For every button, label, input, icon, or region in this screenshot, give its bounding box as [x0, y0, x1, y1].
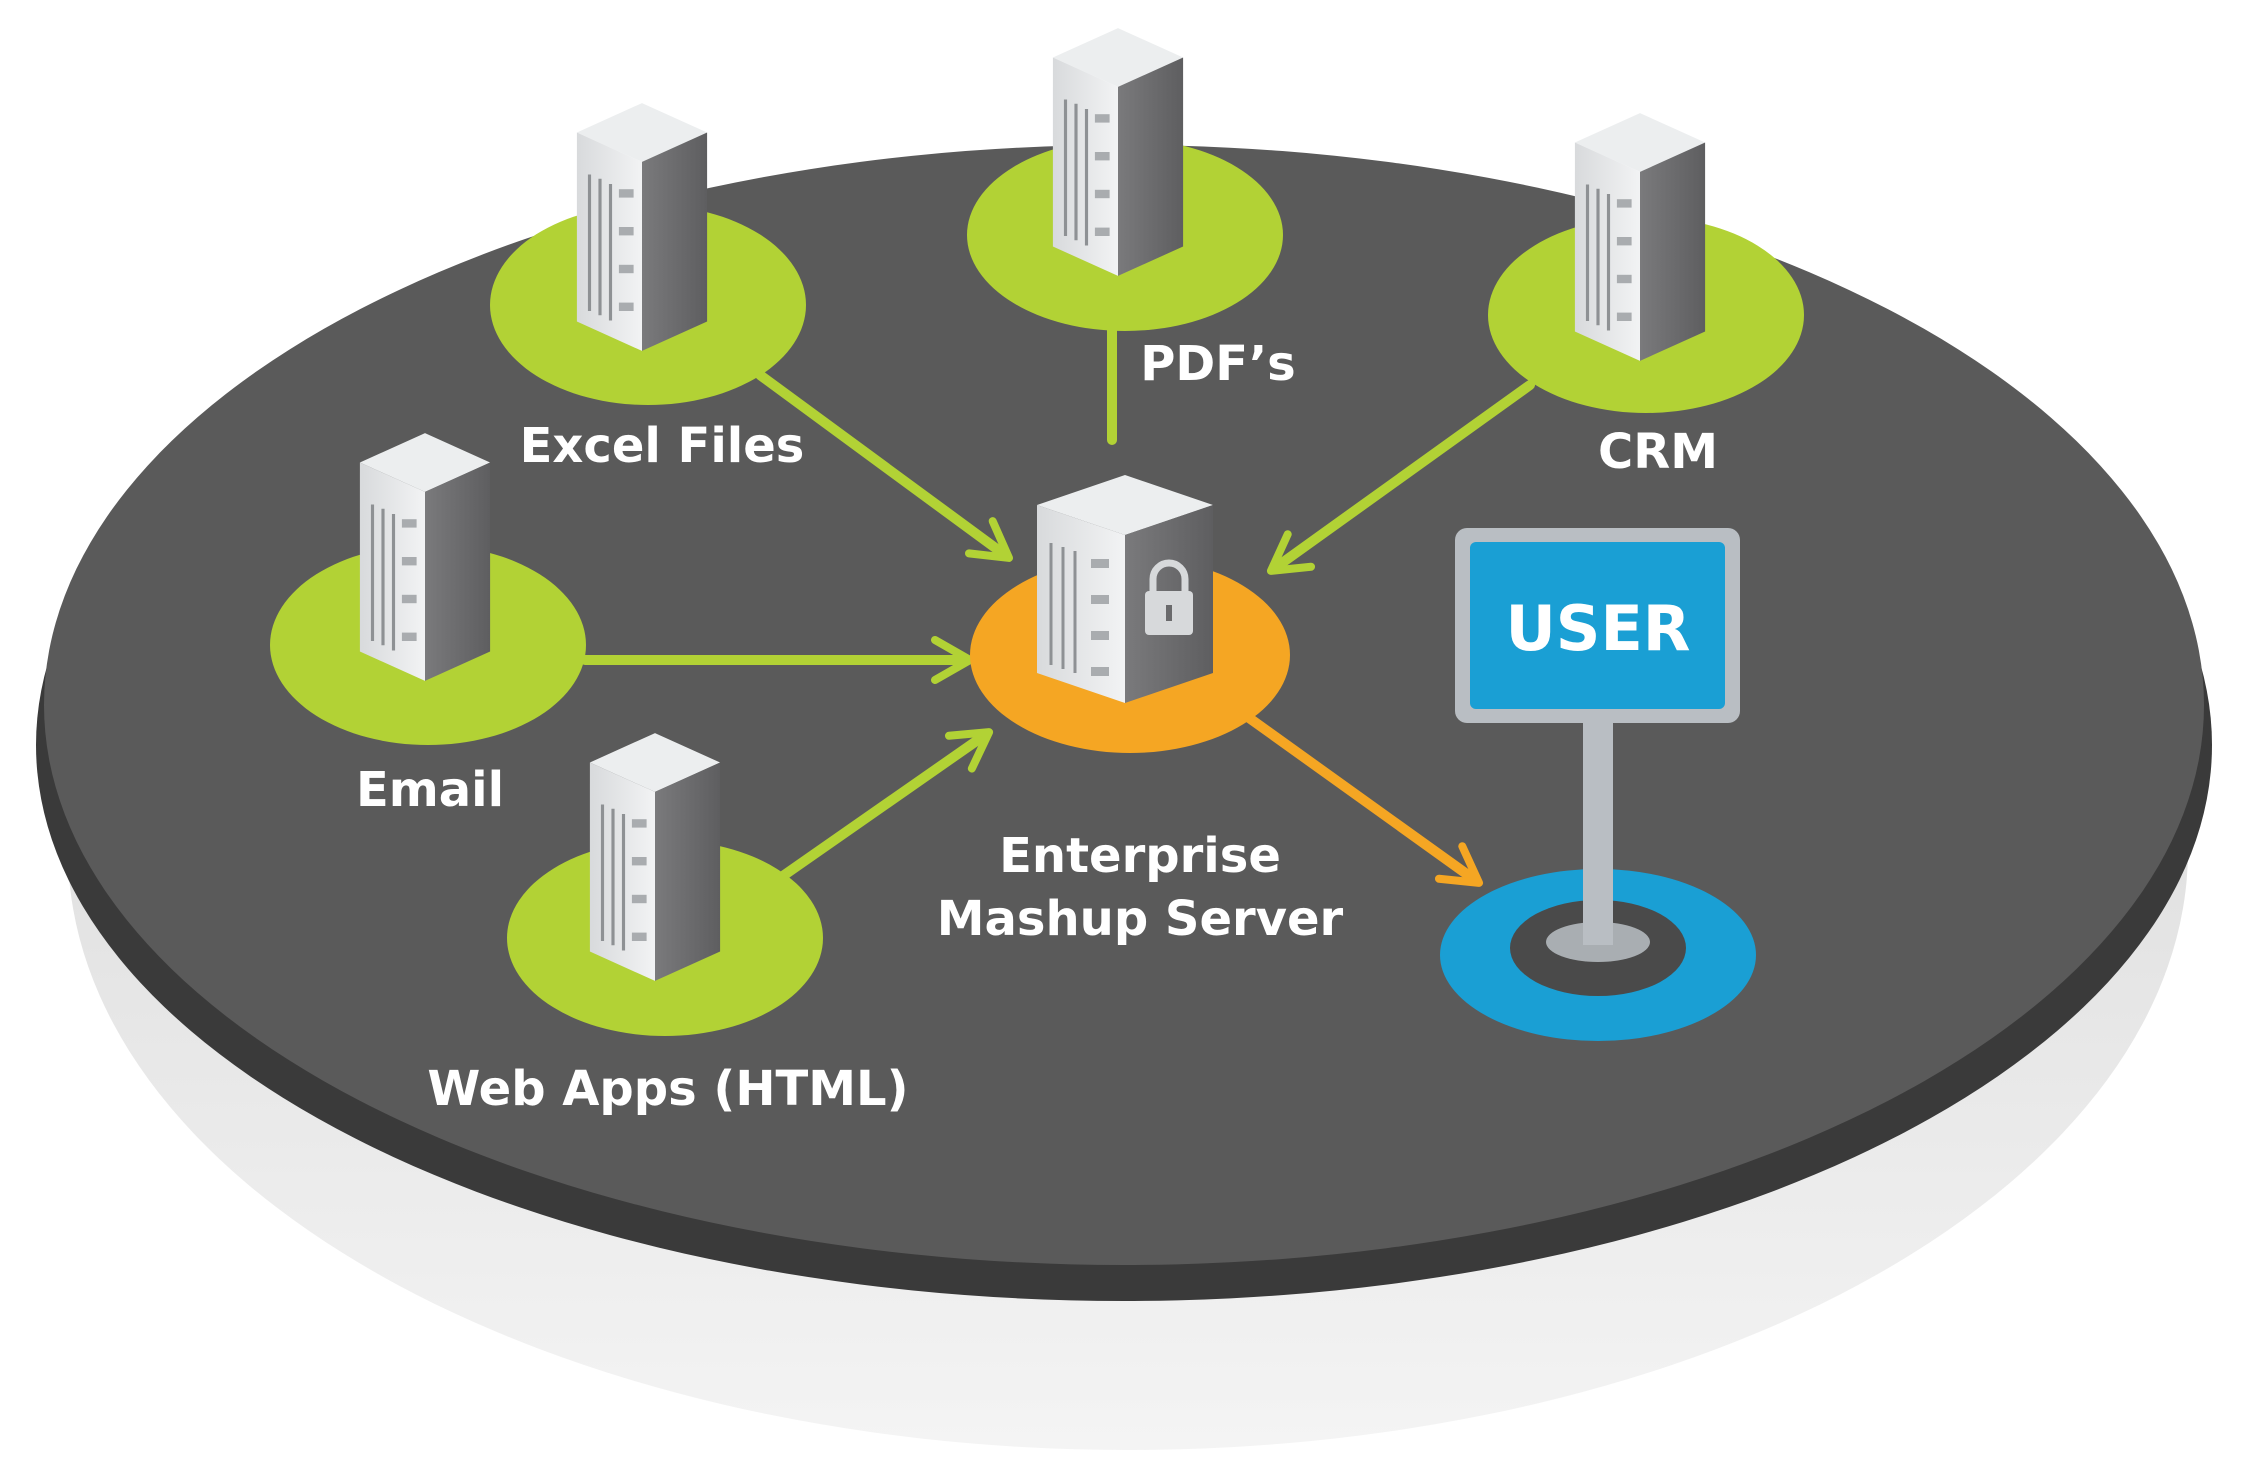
node-excel: Excel Files	[490, 101, 806, 474]
hub-label-line2: Mashup Server	[937, 891, 1344, 947]
node-webapps: Web Apps (HTML)	[427, 731, 909, 1117]
webapps-label: Web Apps (HTML)	[427, 1061, 908, 1117]
user-signpost-icon: USER	[1455, 528, 1740, 723]
node-email: Email	[270, 431, 586, 818]
arrow-excel-to-hub	[755, 370, 1014, 562]
hub-label-line1: Enterprise	[999, 828, 1281, 884]
node-user: USER	[1440, 528, 1756, 1041]
node-crm: CRM	[1488, 111, 1804, 480]
server-tower-icon	[588, 731, 722, 983]
arrow-crm-to-hub	[1266, 380, 1535, 575]
server-tower-icon	[358, 431, 492, 683]
crm-label: CRM	[1598, 424, 1718, 480]
arrow-hub-to-user	[1240, 710, 1484, 887]
node-pdf: PDF’s	[967, 26, 1296, 392]
server-tower-icon	[1573, 111, 1707, 363]
server-tower-icon	[1051, 26, 1185, 278]
node-hub: Enterprise Mashup Server	[937, 475, 1344, 947]
connectors	[580, 325, 1535, 890]
server-tower-icon	[575, 101, 709, 353]
padlock-icon	[1145, 559, 1193, 635]
arrow-webapps-to-hub	[765, 728, 994, 890]
pdf-label: PDF’s	[1140, 336, 1296, 392]
locked-server-icon	[1037, 475, 1213, 703]
excel-label: Excel Files	[520, 418, 805, 474]
user-post	[1583, 705, 1613, 945]
email-label: Email	[356, 762, 504, 818]
user-label: USER	[1505, 592, 1690, 665]
